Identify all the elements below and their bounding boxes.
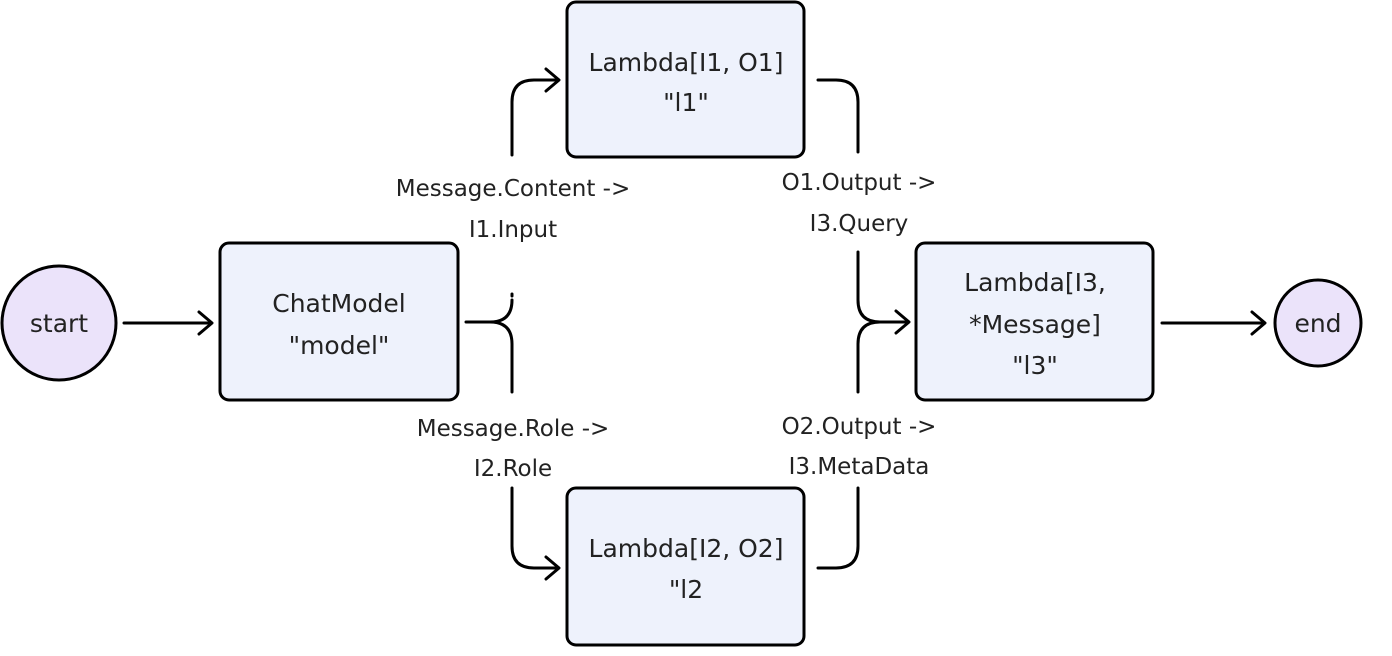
edge-label-l1-l3-line1: O1.Output -> bbox=[782, 170, 937, 196]
edge-label-l2-l3-line1: O2.Output -> bbox=[782, 414, 937, 440]
edge-l2-l3 bbox=[816, 320, 882, 570]
l3-box bbox=[914, 241, 1155, 402]
node-model: ChatModel "model" bbox=[218, 241, 460, 402]
edge-model-l2 bbox=[488, 320, 558, 570]
end-label: end bbox=[1294, 309, 1341, 338]
l2-label-line2: "l2 bbox=[669, 575, 703, 604]
edge-label-model-l1-line1: Message.Content -> bbox=[396, 176, 630, 202]
l1-label-line2: "l1" bbox=[663, 88, 709, 117]
edge-labels: Message.Content -> I1.Input Message.Role… bbox=[396, 170, 937, 482]
l2-label-line1: Lambda[I2, O2] bbox=[589, 534, 784, 563]
node-l3: Lambda[I3, *Message] "l3" bbox=[914, 241, 1155, 402]
node-start: start bbox=[0, 264, 118, 382]
edge-label-model-l1-line2: I1.Input bbox=[469, 217, 557, 243]
edge-l1-l3 bbox=[816, 78, 908, 324]
node-end: end bbox=[1273, 278, 1363, 368]
start-circle bbox=[0, 264, 118, 382]
arrowhead-l1-l3 bbox=[894, 309, 911, 335]
l3-label-line3: "l3" bbox=[1012, 351, 1058, 380]
arrowhead-start-model bbox=[197, 310, 214, 336]
l3-label-line1: Lambda[I3, bbox=[964, 268, 1106, 297]
l3-label-line2: *Message] bbox=[969, 310, 1101, 339]
edge-label-l1-l3-line2: I3.Query bbox=[810, 211, 909, 237]
l1-box bbox=[565, 0, 806, 159]
model-box bbox=[218, 241, 460, 402]
edge-label-model-l2-line1: Message.Role -> bbox=[417, 416, 610, 442]
arrowhead-l3-end bbox=[1250, 310, 1267, 336]
end-circle bbox=[1273, 278, 1363, 368]
model-label-line2: "model" bbox=[289, 331, 390, 360]
arrowhead-model-l1 bbox=[544, 67, 561, 93]
model-label-line1: ChatModel bbox=[272, 289, 405, 318]
l1-label-line1: Lambda[I1, O1] bbox=[589, 48, 784, 77]
l2-box bbox=[565, 486, 806, 647]
start-label: start bbox=[30, 309, 88, 338]
node-l1: Lambda[I1, O1] "l1" bbox=[565, 0, 806, 159]
edges bbox=[122, 67, 1267, 581]
arrowhead-model-l2 bbox=[544, 555, 561, 581]
node-l2: Lambda[I2, O2] "l2 bbox=[565, 486, 806, 647]
edge-label-l2-l3-line2: I3.MetaData bbox=[789, 454, 930, 480]
edge-label-model-l2-line2: I2.Role bbox=[474, 456, 552, 482]
